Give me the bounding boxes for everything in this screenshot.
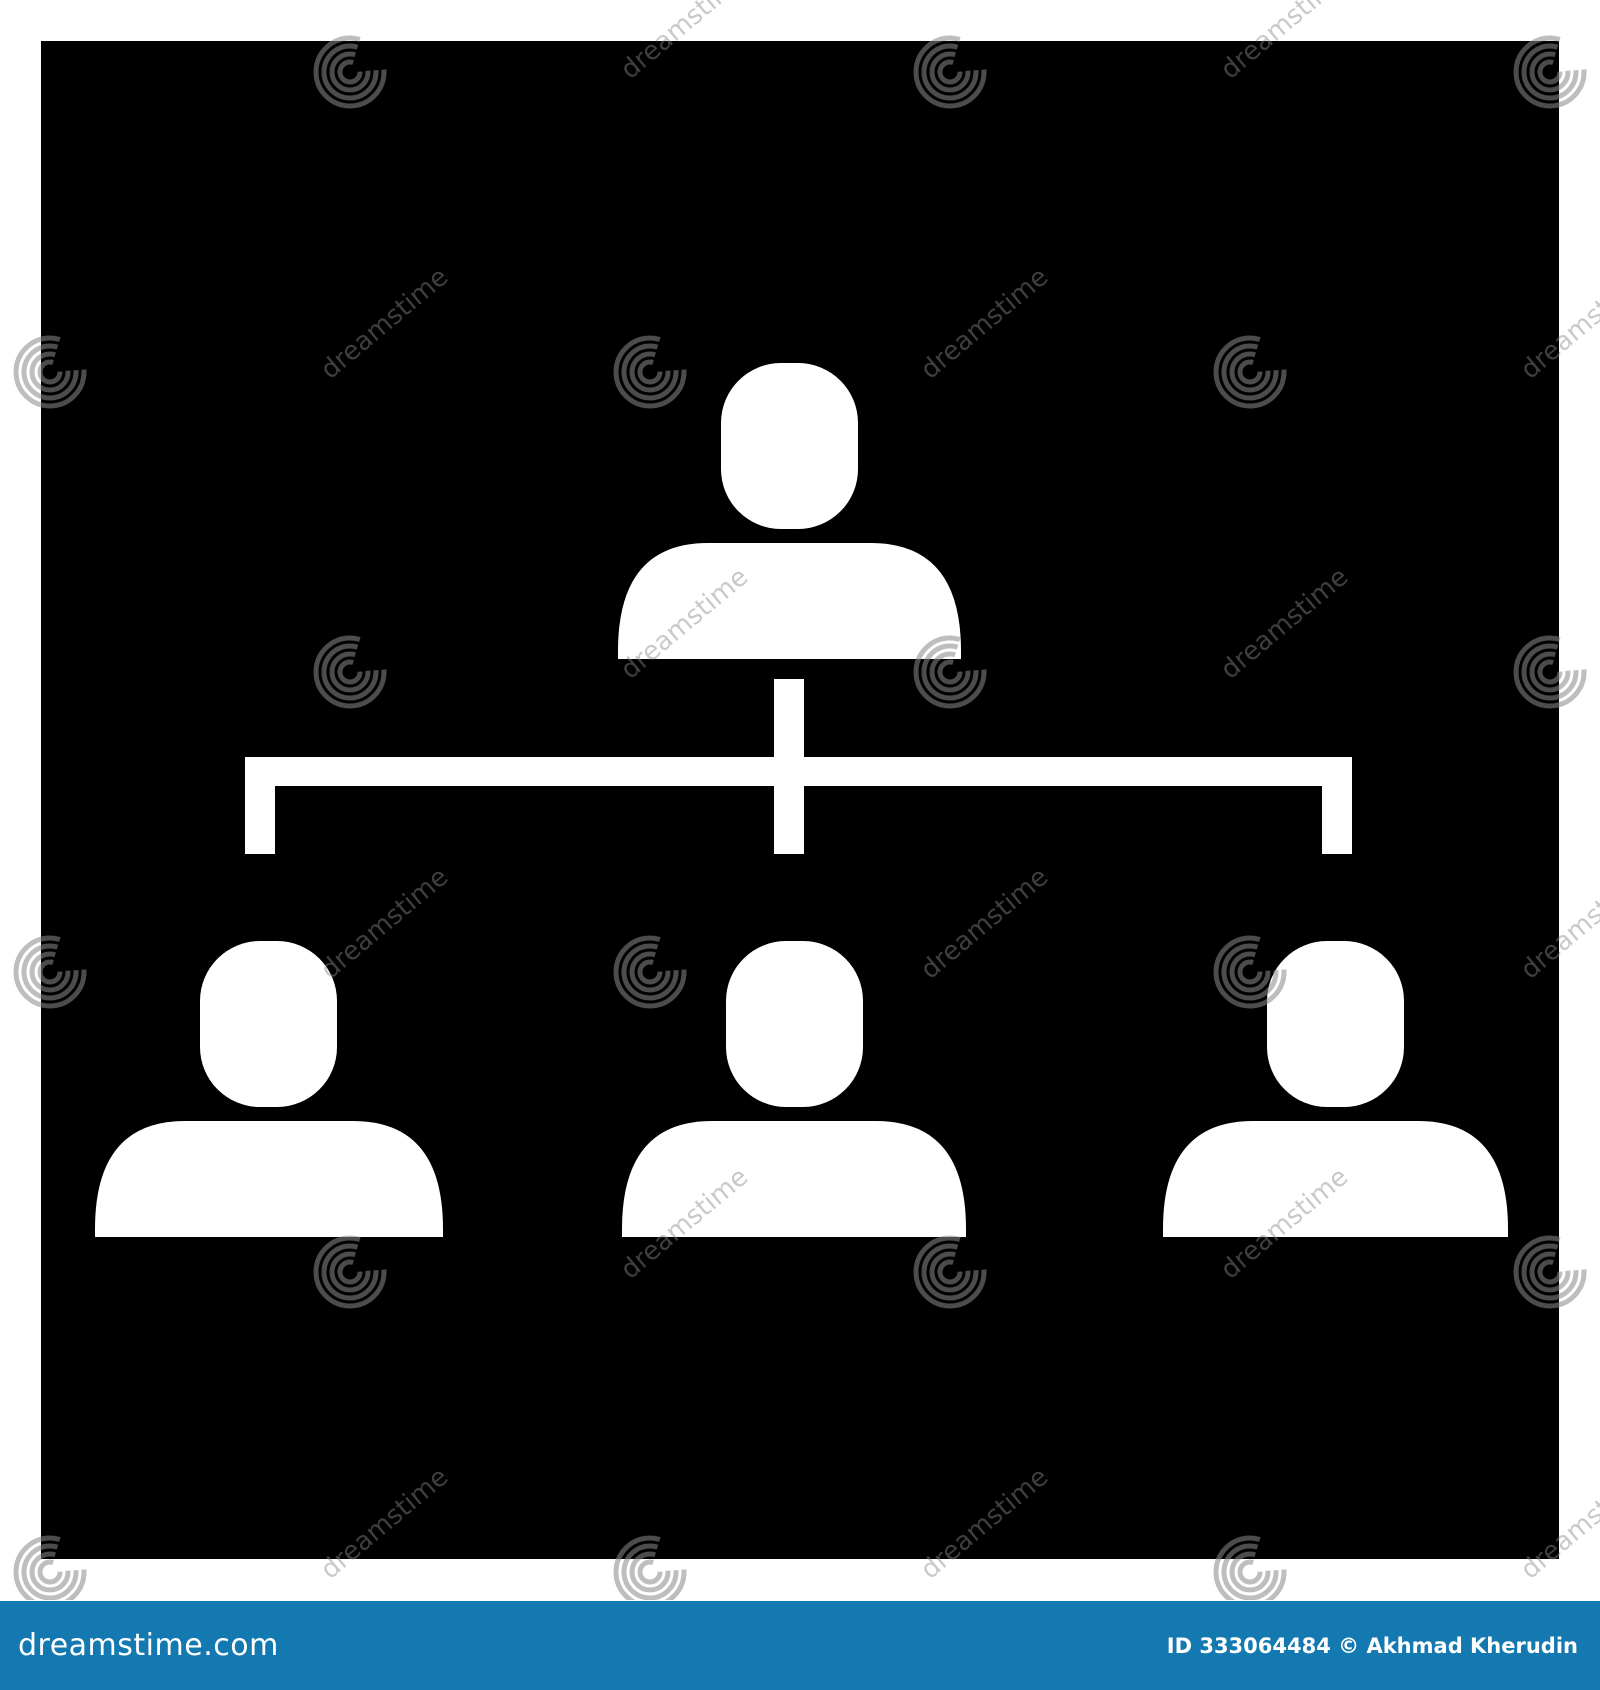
child-person-icon-center bbox=[622, 941, 966, 1237]
diagram-canvas bbox=[41, 41, 1559, 1559]
image-id: ID 333064484 bbox=[1166, 1633, 1331, 1658]
child-person-icon-right bbox=[1163, 941, 1508, 1237]
hierarchy-connector bbox=[245, 679, 1352, 854]
author-name: Akhmad Kherudin bbox=[1366, 1633, 1578, 1658]
top-person-icon bbox=[618, 363, 961, 659]
child-person-icon-left bbox=[95, 941, 443, 1237]
footer-logo: dreamstime.com bbox=[18, 1628, 279, 1663]
footer-bar: dreamstime.com ID 333064484 © Akhmad Khe… bbox=[0, 1601, 1600, 1690]
copyright-symbol: © bbox=[1338, 1633, 1360, 1658]
footer-credit: ID 333064484 © Akhmad Kherudin bbox=[1167, 1634, 1578, 1658]
